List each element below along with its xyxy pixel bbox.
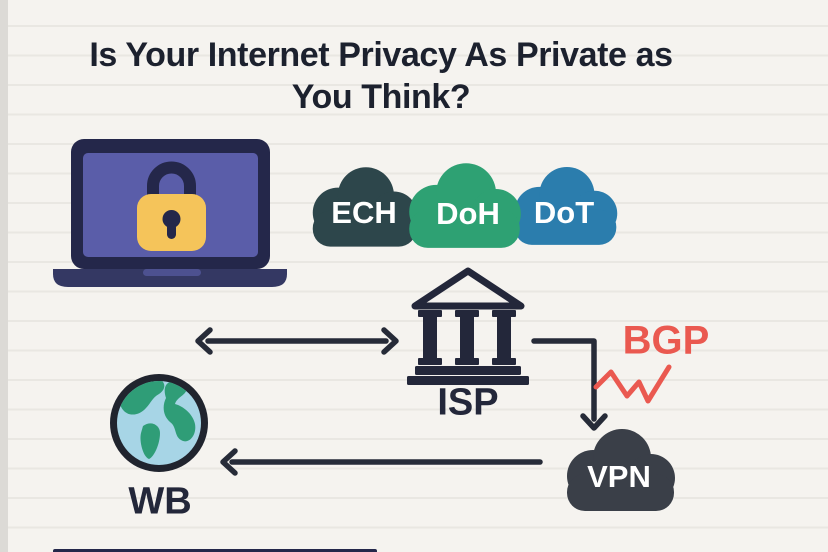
doh-cloud-icon — [409, 163, 521, 248]
page-margin-strip — [0, 0, 8, 552]
ech-cloud-icon — [312, 167, 418, 247]
bgp-zigzag-line-icon — [593, 364, 672, 404]
dot-cloud-label: DoT — [533, 195, 595, 230]
page-title-line1: Is Your Internet Privacy As Private as — [89, 36, 673, 74]
padlock-icon — [137, 161, 206, 251]
vpn-web-arrow-icon — [220, 448, 543, 476]
vpn-cloud-icon — [567, 429, 675, 511]
ech-cloud-label: ECH — [331, 195, 397, 230]
bottom-cropped-element — [53, 549, 377, 552]
isp-label: ISP — [437, 381, 499, 424]
bgp-label: BGP — [622, 318, 710, 363]
page-title-line2: You Think? — [291, 78, 471, 116]
isp-vpn-elbow-arrow-icon — [531, 338, 608, 431]
isp-bank-icon — [407, 267, 529, 385]
laptop-isp-double-arrow-icon — [195, 327, 399, 355]
web-label: WB — [128, 480, 192, 523]
page-title: Is Your Internet Privacy As Private as Y… — [0, 34, 762, 118]
laptop-icon — [53, 139, 287, 287]
dot-cloud-icon — [514, 166, 618, 245]
doh-cloud-label: DoH — [436, 196, 500, 231]
globe-icon — [110, 374, 208, 472]
vpn-cloud-label: VPN — [587, 459, 651, 494]
